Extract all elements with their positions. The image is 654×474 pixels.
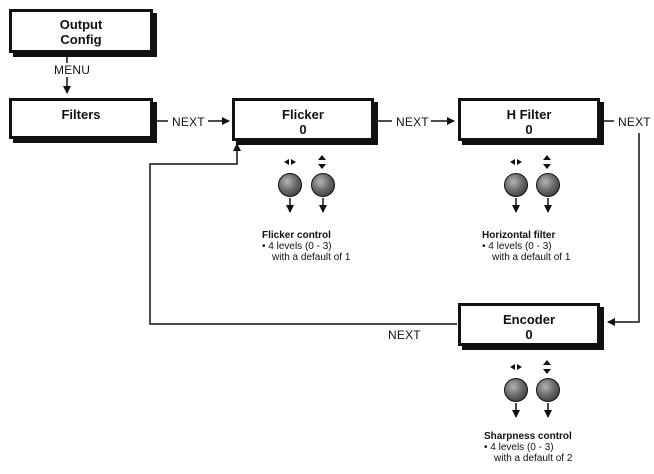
flicker-up-down-arrows-icon: [318, 155, 326, 169]
encoder-up-down-arrows-icon: [543, 360, 551, 374]
next-label-filters-flicker: NEXT: [172, 115, 205, 129]
hfilter-box: H Filter 0: [458, 98, 600, 141]
flicker-knob-left-icon: [278, 173, 302, 197]
hfilter-levels: • 4 levels (0 - 3): [482, 241, 552, 252]
flicker-label: Flicker: [282, 107, 324, 122]
filters-box: Filters: [9, 98, 153, 139]
flicker-control-description: Flicker control • 4 levels (0 - 3) with …: [262, 230, 350, 263]
output-config-box: Output Config: [9, 9, 153, 53]
menu-label: MENU: [52, 63, 93, 77]
next-label-encoder-flicker: NEXT: [388, 328, 421, 342]
sharpness-control-title: Sharpness control: [484, 431, 572, 442]
encoder-left-right-arrows-icon: [510, 364, 522, 370]
encoder-knob-right-icon: [536, 378, 560, 402]
hfilter-title: Horizontal filter: [482, 230, 556, 241]
encoder-knob-left-icon: [504, 378, 528, 402]
sharpness-control-description: Sharpness control • 4 levels (0 - 3) wit…: [484, 431, 572, 464]
flicker-box: Flicker 0: [232, 98, 374, 141]
output-config-label-1: Output: [59, 17, 103, 32]
sharpness-control-levels: • 4 levels (0 - 3): [484, 442, 554, 453]
hfilter-label: H Filter: [506, 107, 552, 122]
encoder-label: Encoder: [502, 312, 555, 327]
hfilter-knob-left-icon: [504, 173, 528, 197]
next-label-flicker-hfilter: NEXT: [396, 115, 429, 129]
hfilter-up-down-arrows-icon: [543, 155, 551, 169]
flicker-knob-right-icon: [311, 173, 335, 197]
hfilter-left-right-arrows-icon: [510, 159, 522, 165]
flicker-left-right-arrows-icon: [284, 159, 296, 165]
hfilter-knob-right-icon: [536, 173, 560, 197]
encoder-box: Encoder 0: [458, 303, 600, 346]
next-label-hfilter-encoder: NEXT: [618, 115, 651, 129]
filters-label: Filters: [61, 107, 101, 122]
hfilter-description: Horizontal filter • 4 levels (0 - 3) wit…: [482, 230, 570, 263]
hfilter-value: 0: [525, 122, 533, 137]
encoder-value: 0: [525, 327, 533, 342]
flicker-control-title: Flicker control: [262, 230, 331, 241]
output-config-label-2: Config: [60, 32, 102, 47]
sharpness-control-default: with a default of 2: [494, 453, 573, 464]
hfilter-default: with a default of 1: [492, 252, 571, 263]
flicker-value: 0: [299, 122, 307, 137]
flicker-control-levels: • 4 levels (0 - 3): [262, 241, 332, 252]
flicker-control-default: with a default of 1: [272, 252, 351, 263]
